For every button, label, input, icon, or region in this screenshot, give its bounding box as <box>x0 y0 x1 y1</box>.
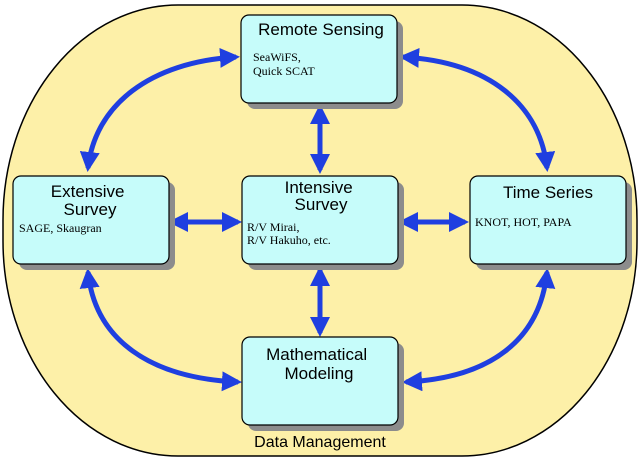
node-details: SeaWiFS, Quick SCAT <box>253 50 315 78</box>
node-remote-sensing: Remote Sensing SeaWiFS, Quick SCAT <box>240 14 403 109</box>
node-time-series: Time Series KNOT, HOT, PAPA <box>469 175 632 270</box>
node-detail-line: Quick SCAT <box>253 64 315 78</box>
node-box <box>241 336 399 426</box>
node-title-line: Extensive <box>51 182 125 201</box>
node-details: KNOT, HOT, PAPA <box>475 215 572 229</box>
arrow-remote-to-timeseries <box>399 47 556 172</box>
node-box <box>240 14 398 104</box>
node-title: Time Series <box>503 183 593 202</box>
node-title-line: Intensive <box>285 178 353 197</box>
node-details: R/V Mirai, R/V Hakuho, etc. <box>247 220 331 247</box>
node-title: Intensive Survey <box>285 178 358 214</box>
node-mathematical-modeling: Mathematical Modeling <box>241 336 404 431</box>
node-extensive-survey: Extensive Survey SAGE, Skaugran <box>12 175 175 270</box>
node-detail-line: SeaWiFS, <box>253 50 301 64</box>
node-title-line: Mathematical <box>266 345 367 364</box>
node-title-line: Survey <box>64 200 117 219</box>
connection-arrows <box>79 47 556 392</box>
arrow-timeseries-to-modeling <box>402 268 556 392</box>
node-detail-line: R/V Hakuho, etc. <box>247 233 331 247</box>
arrow-extensive-to-modeling <box>79 268 242 392</box>
node-detail-line: KNOT, HOT, PAPA <box>475 215 572 229</box>
node-title-line: Survey <box>295 195 348 214</box>
data-management-label: Data Management <box>254 434 386 451</box>
node-title-line: Modeling <box>285 364 354 383</box>
arrow-remote-to-extensive <box>79 47 240 172</box>
node-details: SAGE, Skaugran <box>19 221 102 235</box>
node-title-line: Remote Sensing <box>258 20 384 39</box>
node-box <box>12 175 170 265</box>
node-title: Remote Sensing <box>258 20 384 39</box>
node-detail-line: R/V Mirai, <box>247 220 299 234</box>
node-detail-line: SAGE, Skaugran <box>19 221 102 235</box>
node-box <box>241 175 399 265</box>
node-title: Mathematical Modeling <box>266 345 372 383</box>
node-title: Extensive Survey <box>51 182 129 219</box>
node-title-line: Time Series <box>503 183 593 202</box>
node-intensive-survey: Intensive Survey R/V Mirai, R/V Hakuho, … <box>241 175 404 270</box>
node-box <box>469 175 627 265</box>
